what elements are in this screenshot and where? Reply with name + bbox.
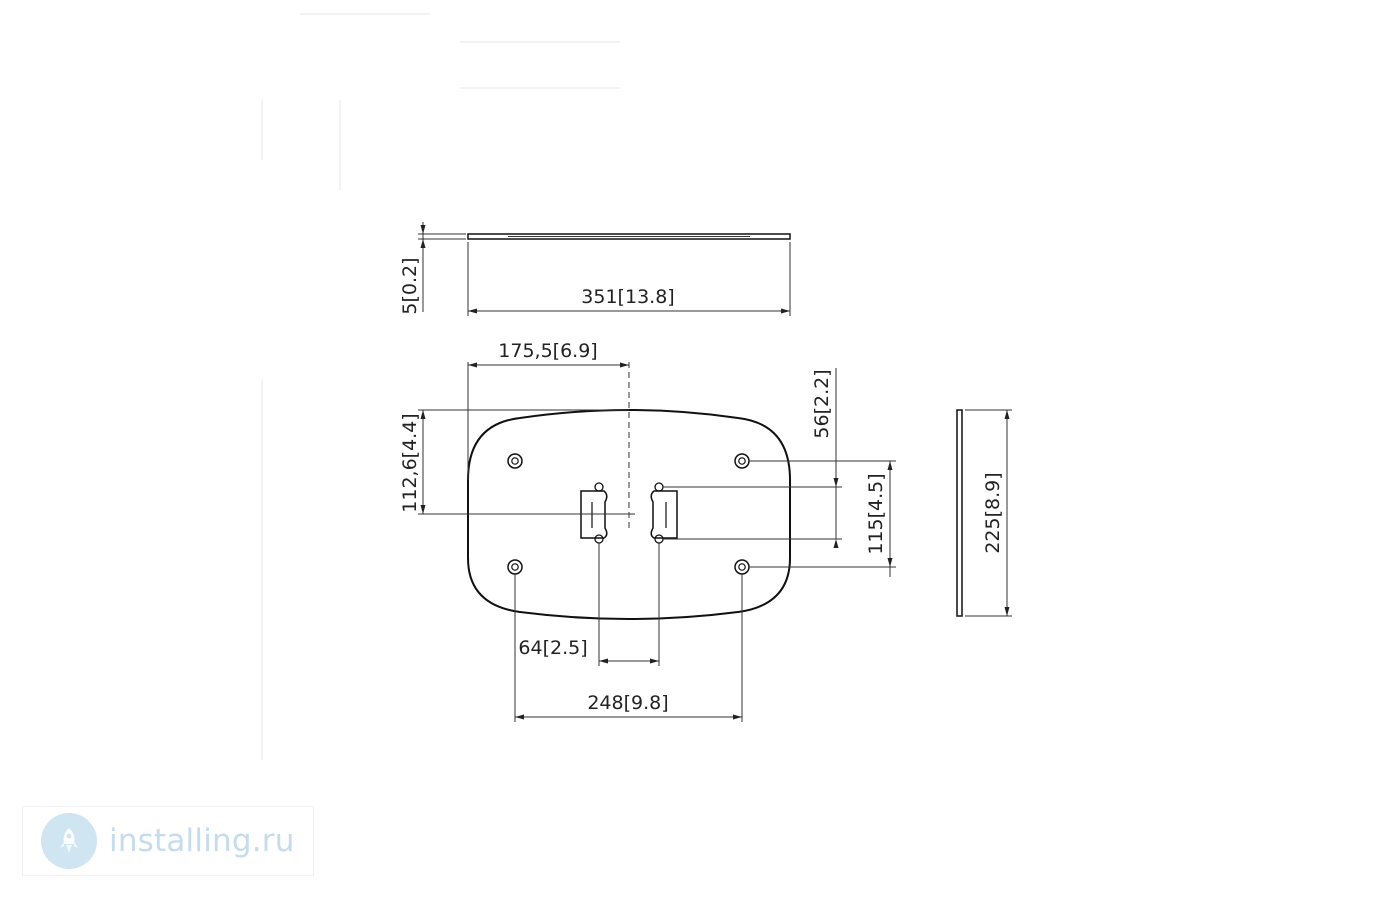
background-artefacts — [261, 13, 620, 760]
dim-hole-spacing-vertical: 115[4.5] — [865, 473, 887, 554]
dim-center-offset: 175,5[6.9] — [498, 340, 597, 362]
mounting-hole — [734, 453, 750, 469]
watermark-text: installing.ru — [109, 823, 295, 859]
dim-slot-spacing-horizontal: 64[2.5] — [518, 637, 587, 659]
side-view-top — [418, 222, 791, 316]
dim-height-total: 225[8.9] — [982, 472, 1004, 553]
dimension-center-offset — [467, 362, 629, 480]
mounting-hole — [507, 559, 523, 575]
dim-thickness: 5[0.2] — [399, 257, 421, 314]
dimension-slot-spacing-horizontal — [598, 543, 660, 666]
watermark: installing.ru — [22, 806, 314, 876]
dimension-hole-spacing-horizontal — [514, 574, 743, 722]
dimension-slot-spacing-vertical — [663, 368, 842, 548]
dimension-top-to-center — [418, 409, 629, 515]
side-view-right — [956, 409, 1012, 617]
dim-slot-spacing-vertical: 56[2.2] — [811, 369, 833, 438]
mounting-hole — [734, 559, 750, 575]
mounting-slot — [580, 482, 608, 544]
dim-width-total: 351[13.8] — [581, 286, 674, 308]
mounting-slot — [650, 482, 678, 544]
rocket-icon — [41, 813, 97, 869]
dim-top-to-center: 112,6[4.4] — [399, 413, 421, 512]
dim-hole-spacing-horizontal: 248[9.8] — [587, 692, 668, 714]
dimension-hole-spacing-vertical — [749, 460, 896, 577]
mounting-hole — [507, 453, 523, 469]
